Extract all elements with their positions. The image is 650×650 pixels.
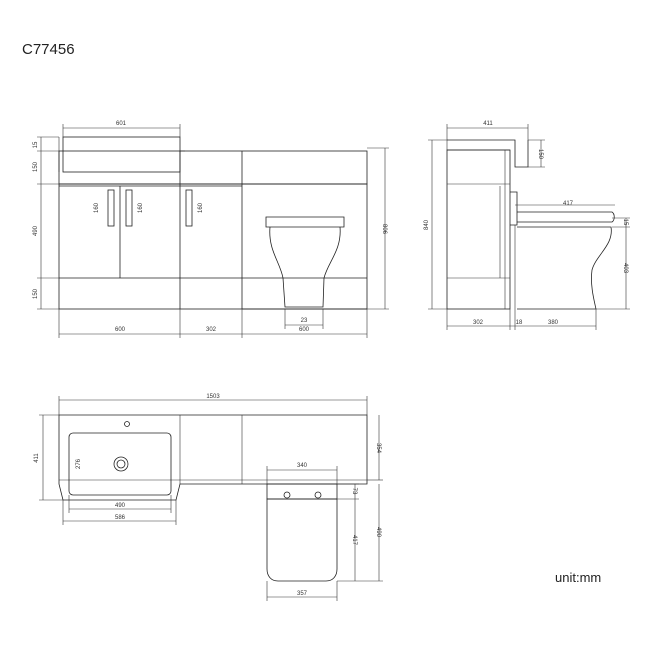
basin-bowl-plan	[68, 432, 172, 496]
dim-top-band: 150	[33, 161, 39, 172]
dim-toilet-body-depth: 417	[351, 535, 357, 546]
dim-base-gap: 18	[516, 320, 523, 326]
basin-outline	[62, 136, 181, 173]
handle-2	[125, 189, 133, 227]
toilet-seat-side	[517, 211, 615, 223]
dim-cabinet-height: 840	[424, 219, 430, 230]
dim-toilet-top-width: 340	[297, 463, 308, 469]
dim-toilet-cistern: 73	[351, 488, 357, 495]
plan-countertop	[58, 414, 368, 501]
handle-3	[185, 189, 193, 227]
front-view: 15 150 490 150 160 160 160 601 806 23	[33, 121, 389, 338]
dim-width-right: 600	[299, 327, 310, 333]
toilet-fixing-left	[283, 491, 291, 499]
handle-1	[107, 189, 115, 227]
dim-bowl-inner-width: 490	[115, 503, 126, 509]
dim-pan-depth: 417	[563, 201, 574, 207]
side-view: 411 150 417 84	[424, 121, 630, 330]
cistern-profile	[447, 139, 529, 168]
dim-handle-2: 160	[138, 202, 144, 213]
dim-pan-height: 403	[622, 263, 628, 274]
dim-handle-1: 160	[94, 202, 100, 213]
dim-base-right: 380	[548, 320, 559, 326]
dim-door-height: 490	[33, 225, 39, 236]
toilet-pan-side	[517, 226, 612, 310]
dim-seat-offset: 15	[622, 219, 628, 226]
dim-bowl-inner-depth: 276	[76, 458, 82, 469]
dim-basin-width: 601	[116, 121, 127, 127]
dim-width-mid: 302	[206, 327, 217, 333]
dim-base-left: 302	[473, 320, 484, 326]
tap-hole	[124, 421, 130, 427]
toilet-cistern-plan	[266, 483, 338, 500]
top-band	[58, 150, 368, 185]
cabinet-body	[58, 183, 368, 310]
toilet-fixing-right	[314, 491, 322, 499]
dim-width-left: 600	[115, 327, 126, 333]
toilet-pan-front	[269, 226, 341, 308]
unit-label: unit:mm	[555, 570, 602, 585]
dim-plinth: 150	[33, 288, 39, 299]
dim-toilet-foot: 23	[301, 318, 308, 324]
dim-handle-3: 160	[198, 202, 204, 213]
toilet-bowl-plan	[266, 498, 338, 582]
dim-bowl-outer-width: 586	[115, 515, 126, 521]
plan-view: 1503 411 276 490 586	[34, 394, 383, 601]
dim-cistern-height: 150	[537, 149, 543, 160]
dim-toilet-total-depth: 490	[375, 527, 381, 538]
product-code: C77456	[22, 41, 75, 58]
toilet-back	[510, 191, 518, 226]
toilet-seat-front	[265, 216, 345, 228]
dim-depth-top: 411	[483, 121, 493, 127]
dim-right-depth: 354	[375, 443, 381, 454]
dim-overall-height: 806	[381, 224, 387, 235]
cabinet-side	[446, 149, 511, 310]
dim-overall-width: 1503	[206, 394, 220, 400]
dim-counter-thickness: 15	[33, 141, 39, 148]
plug-hole	[113, 456, 129, 472]
dim-basin-depth: 411	[34, 453, 40, 463]
dim-toilet-bottom-width: 357	[297, 591, 308, 597]
